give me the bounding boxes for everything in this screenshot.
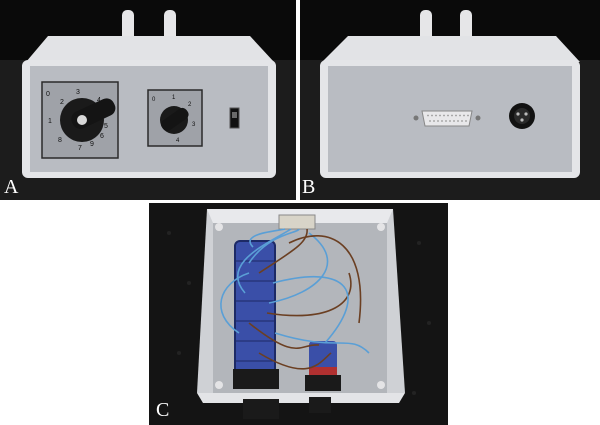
switch-left-number: 0 <box>46 91 50 98</box>
photo-panel-c <box>149 203 448 425</box>
switch-left-number: 1 <box>48 118 52 125</box>
switch-left-number: 9 <box>90 141 94 148</box>
photo-panel-a: 0 1 2 3 4 5 6 7 8 9 0 1 2 3 4 <box>0 0 296 200</box>
photo-panel-b <box>300 0 600 200</box>
switch-right-number: 4 <box>176 138 180 144</box>
switch-left-number: 3 <box>76 89 80 96</box>
switch-right-number: 3 <box>192 122 196 128</box>
switch-stack-right <box>305 341 341 391</box>
switch-stack-left <box>233 240 279 389</box>
switch-numbers-right: 0 1 2 3 4 <box>152 95 196 144</box>
dsub-connector-inner <box>278 214 316 230</box>
panel-label-a: A <box>4 176 19 198</box>
switch-right-number: 1 <box>172 95 176 101</box>
enclosure-top <box>26 36 274 62</box>
knob-handle-right <box>161 107 189 131</box>
switch-left-number: 2 <box>60 99 64 106</box>
knob-indicator-left <box>77 115 87 125</box>
wiring <box>220 228 370 370</box>
panel-label-b: B <box>302 176 316 198</box>
switch-numbers-left: 0 1 2 3 4 5 6 7 8 9 <box>46 89 108 152</box>
enclosure-back-photo <box>300 10 600 200</box>
panel-label-c: C <box>156 399 170 421</box>
switch-left-number: 6 <box>100 133 104 140</box>
enclosure-interior-photo <box>149 203 448 425</box>
switch-right-number: 0 <box>152 97 156 103</box>
switch-left-number: 8 <box>58 137 62 144</box>
knob-underside-right <box>309 397 331 413</box>
switch-left-number: 5 <box>104 123 108 130</box>
switch-right-number: 2 <box>188 102 192 108</box>
round-socket <box>509 103 535 129</box>
knob-underside-left <box>243 399 279 419</box>
switch-left-number: 4 <box>97 97 101 104</box>
toggle-lever <box>232 112 237 118</box>
dsub-connector <box>413 110 481 127</box>
enclosure-front-photo: 0 1 2 3 4 5 6 7 8 9 0 1 2 3 4 <box>0 10 296 200</box>
switch-left-number: 7 <box>78 145 82 152</box>
enclosure-top <box>322 36 580 62</box>
